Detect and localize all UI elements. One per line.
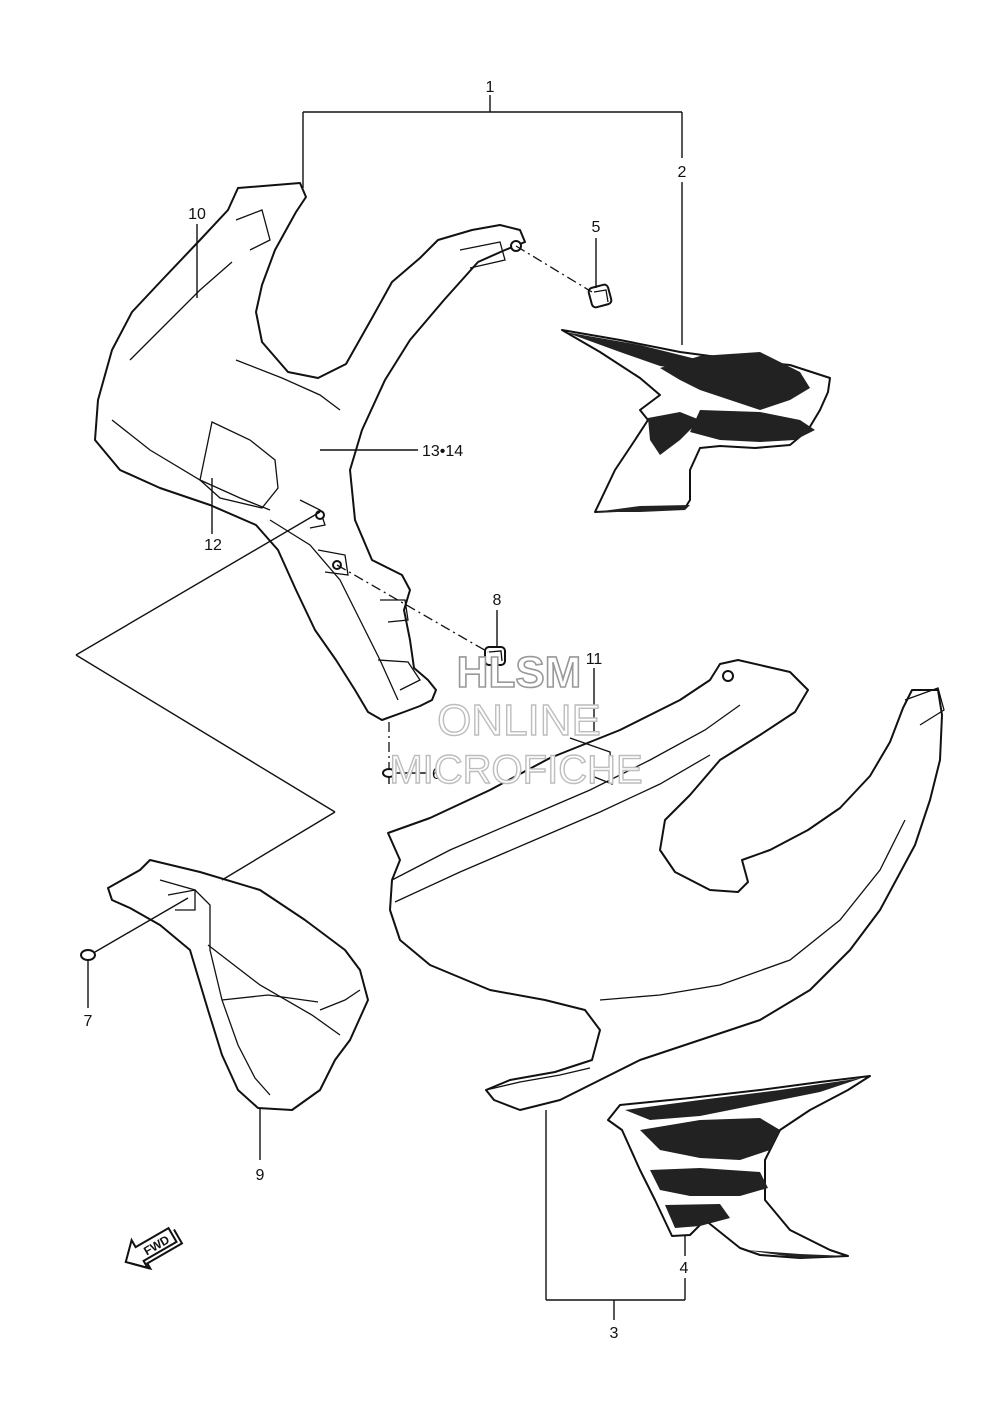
label-part-11: 11 xyxy=(586,651,603,668)
label-part-2: 2 xyxy=(678,164,687,181)
decal-part-2 xyxy=(561,329,831,513)
label-part-3: 3 xyxy=(610,1325,619,1342)
part-labels: 1 2 5 10 13•14 12 8 11 6 7 9 4 3 xyxy=(84,79,689,1342)
label-part-12: 12 xyxy=(204,537,222,554)
label-part-5: 5 xyxy=(592,219,601,236)
label-part-10: 10 xyxy=(188,206,206,223)
label-part-13-14: 13•14 xyxy=(422,443,463,460)
label-part-6: 6 xyxy=(432,766,441,783)
cowling-upper-part xyxy=(94,182,526,721)
leader-lines xyxy=(75,95,686,1320)
inner-panel-part-9 xyxy=(107,859,369,1111)
watermark: HLSM ONLINE MICROFICHE xyxy=(389,647,644,793)
lower-cowling-part-11 xyxy=(387,659,945,1111)
fwd-arrow-icon: FWD xyxy=(124,1226,184,1271)
watermark-line-3: MICROFICHE xyxy=(389,748,642,792)
nut-part-8 xyxy=(484,646,506,666)
label-part-9: 9 xyxy=(256,1167,265,1184)
label-part-4: 4 xyxy=(680,1260,689,1277)
screw-part-7 xyxy=(80,949,96,968)
watermark-line-1: HLSM xyxy=(457,648,582,697)
decal-part-4 xyxy=(607,1075,871,1259)
label-part-1: 1 xyxy=(486,79,495,96)
label-part-7: 7 xyxy=(84,1013,93,1030)
label-part-8: 8 xyxy=(493,592,502,609)
nut-part-5 xyxy=(587,283,613,309)
watermark-line-2: ONLINE xyxy=(437,696,601,745)
